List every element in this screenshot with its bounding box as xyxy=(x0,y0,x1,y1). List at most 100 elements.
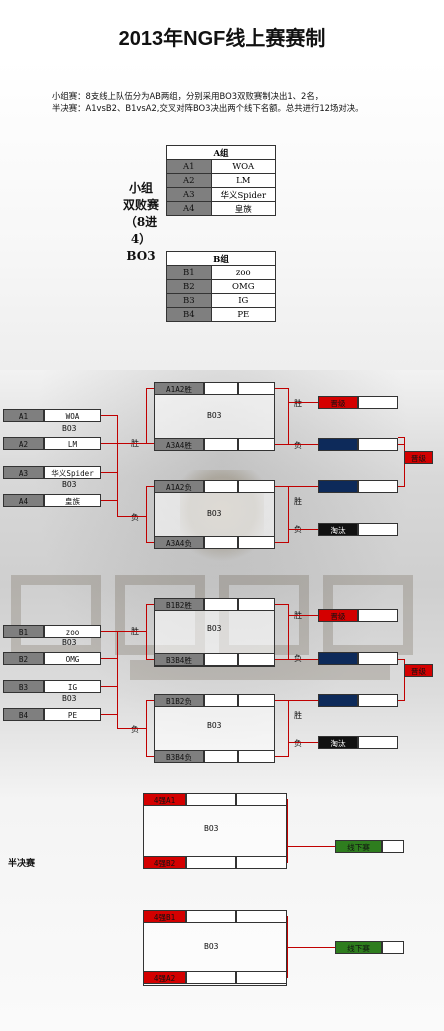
connector-line xyxy=(275,444,288,445)
connector-line xyxy=(288,659,318,660)
team-code: A2 xyxy=(3,437,44,450)
score-slot xyxy=(186,793,236,806)
result-slot xyxy=(358,523,398,536)
team-code: B3 xyxy=(166,293,212,308)
connector-line xyxy=(101,415,117,416)
lose-label: 负 xyxy=(294,739,302,748)
result-slot xyxy=(358,652,398,665)
result-slot xyxy=(382,840,404,853)
result-slot xyxy=(358,609,398,622)
connector-line xyxy=(146,604,154,605)
connector-line xyxy=(288,742,318,743)
connector-line xyxy=(146,388,154,389)
connector-line xyxy=(398,444,404,445)
connector-line xyxy=(288,615,318,616)
win-label: 胜 xyxy=(294,399,302,408)
connector-line xyxy=(288,604,289,660)
team-name: LM xyxy=(44,437,101,450)
win-label: 胜 xyxy=(294,497,302,506)
team-name: 华义Spider xyxy=(44,466,101,479)
match-format: BO3 xyxy=(207,411,222,420)
team-name: zoo xyxy=(44,625,101,638)
score-slot xyxy=(204,598,238,611)
team-name: 华义Spider xyxy=(210,187,277,202)
team-code: B1 xyxy=(3,625,44,638)
connector-line xyxy=(146,756,154,757)
offline-final-slot: 线下赛 xyxy=(335,840,382,853)
score-slot xyxy=(186,971,236,984)
offline-final-slot: 线下赛 xyxy=(335,941,382,954)
connector-line xyxy=(117,728,146,729)
team-code: B2 xyxy=(166,279,212,294)
group-stage-label-line: 4） xyxy=(130,232,152,246)
team-code: B4 xyxy=(3,708,44,721)
match-format: BO3 xyxy=(207,624,222,633)
connector-line xyxy=(275,604,288,605)
team-code: A3 xyxy=(166,187,212,202)
team-code: B4 xyxy=(166,307,212,322)
winners-top-slot: B1B2胜 xyxy=(154,598,204,611)
team-code: B1 xyxy=(166,265,212,280)
team-code: A4 xyxy=(166,201,212,216)
advance-slot xyxy=(318,438,358,451)
team-name: OMG xyxy=(44,652,101,665)
connector-line xyxy=(101,631,117,632)
score-slot xyxy=(204,536,238,549)
score-slot xyxy=(204,438,238,451)
promote-slot: 晋级 xyxy=(318,396,358,409)
connector-line xyxy=(287,846,335,847)
team-name: IG xyxy=(44,680,101,693)
connector-line xyxy=(288,388,289,445)
connector-line xyxy=(146,388,147,444)
intro-line-2: 半决赛：A1vsB2、B1vsA2,交叉对阵BO3决出两个线下名额。总共进行12… xyxy=(52,103,364,113)
result-slot xyxy=(358,438,398,451)
team-name: 皇族 xyxy=(210,201,277,216)
connector-line xyxy=(398,700,404,701)
group-stage-label-line: 小组 xyxy=(128,181,153,195)
team-code: A1 xyxy=(3,409,44,422)
team-name: WOA xyxy=(210,159,277,174)
advance-slot xyxy=(318,652,358,665)
group-a-header: A组 xyxy=(166,145,276,160)
match-format: BO3 xyxy=(62,424,77,433)
advance-slot xyxy=(318,480,358,493)
group-b-header: B组 xyxy=(166,251,276,266)
connector-line xyxy=(146,604,147,660)
team-code: B3 xyxy=(3,680,44,693)
score-slot xyxy=(238,598,275,611)
connector-line xyxy=(117,516,146,517)
result-slot xyxy=(358,480,398,493)
match-format: BO3 xyxy=(204,824,219,833)
team-code: A2 xyxy=(166,173,212,188)
connector-line xyxy=(275,486,288,487)
lose-label: 负 xyxy=(294,653,302,664)
winners-bottom-slot: B3B4胜 xyxy=(154,653,204,666)
match-format: BO3 xyxy=(207,509,222,518)
match-format: BO3 xyxy=(62,694,77,703)
connector-line xyxy=(288,486,318,487)
team-name: WOA xyxy=(44,409,101,422)
connector-line xyxy=(146,700,154,701)
advance-slot xyxy=(318,694,358,707)
lose-label: 负 xyxy=(294,441,302,450)
connector-line xyxy=(101,686,117,687)
lose-label: 负 xyxy=(131,725,139,734)
connector-line xyxy=(288,444,318,445)
connector-line xyxy=(398,486,404,487)
score-slot xyxy=(236,910,287,923)
connector-line xyxy=(288,529,318,530)
match-format: BO3 xyxy=(62,480,77,489)
score-slot xyxy=(238,382,275,395)
result-slot xyxy=(358,396,398,409)
score-slot xyxy=(236,793,287,806)
match-format: BO3 xyxy=(207,721,222,730)
eliminated-slot: 淘汰 xyxy=(318,523,358,536)
group-stage-label-line: （8进 xyxy=(124,215,158,229)
connector-line xyxy=(288,402,318,403)
